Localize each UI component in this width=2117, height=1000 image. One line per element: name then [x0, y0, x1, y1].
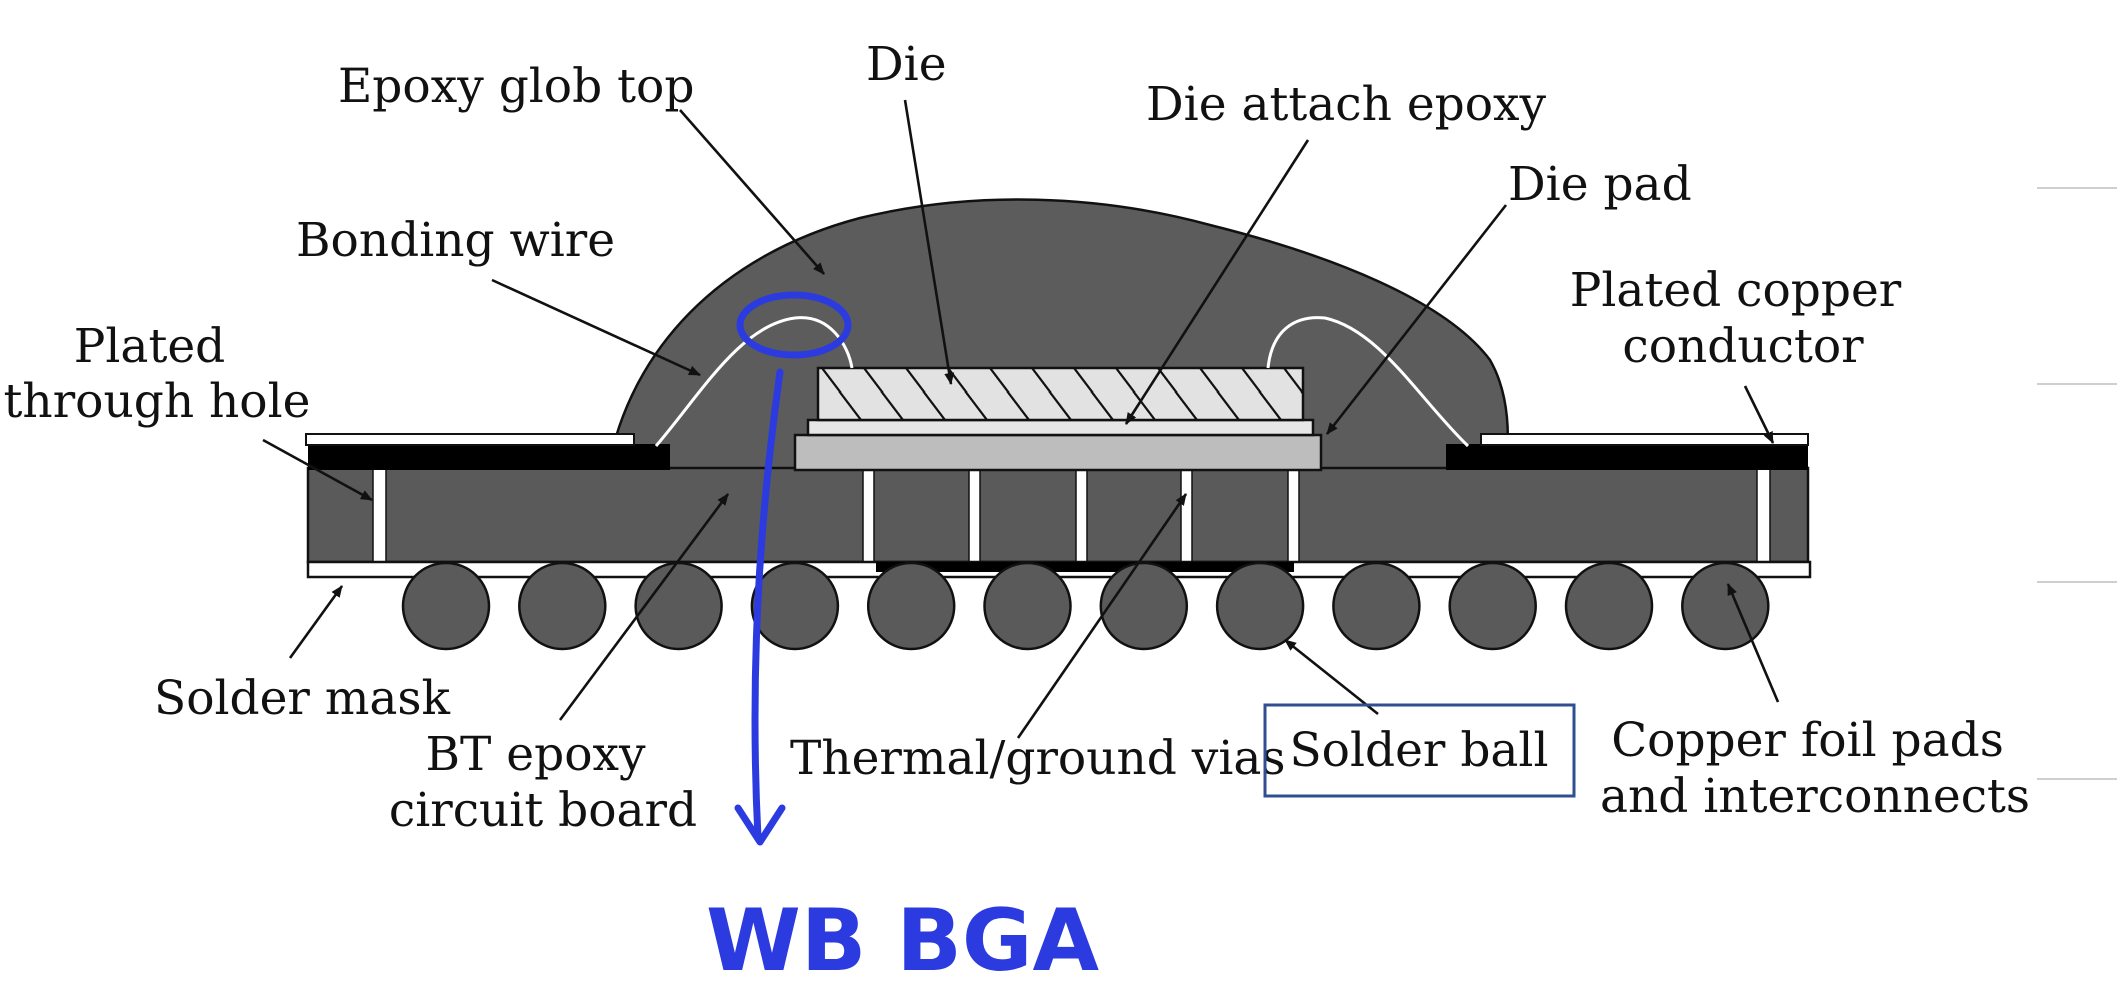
label-die-attach-epoxy: Die attach epoxy: [1146, 77, 1547, 132]
label-plated-copper-conductor-line-1: Plated copper: [1570, 263, 1902, 318]
label-bt-epoxy-line-1: BT epoxy: [425, 727, 646, 782]
label-plated-through-hole-line-1: Plated: [74, 319, 225, 374]
label-solder-ball: Solder ball: [1289, 723, 1548, 778]
label-copper-foil-pads: Copper foil pads and interconnects: [1600, 713, 2030, 824]
label-copper-foil-pads-line-2: and interconnects: [1600, 769, 2030, 824]
label-solder-mask: Solder mask: [154, 671, 451, 726]
die-attach-epoxy: [806, 418, 1315, 437]
solder-ball: [1448, 561, 1537, 651]
label-die-pad: Die pad: [1508, 157, 1692, 212]
solder-ball: [1099, 561, 1189, 651]
solder-ball: [401, 561, 491, 651]
label-bonding-wire: Bonding wire: [296, 213, 615, 268]
annotation-wb-bga: WB BGA: [706, 891, 1099, 991]
bond-highlight-circle: [736, 291, 852, 359]
label-plated-copper-conductor: Plated copper conductor: [1570, 263, 1916, 374]
solder-ball: [866, 561, 956, 651]
solder-ball: [1681, 561, 1770, 651]
solder-ball: [1215, 561, 1305, 651]
die: [816, 366, 1305, 422]
label-plated-through-hole-line-2: through hole: [4, 374, 311, 429]
label-bt-epoxy-circuit-board: BT epoxy circuit board: [389, 727, 697, 838]
label-copper-foil-pads-line-1: Copper foil pads: [1611, 713, 2004, 768]
label-die: Die: [866, 37, 947, 92]
solder-ball: [634, 561, 723, 651]
label-plated-through-hole: Plated through hole: [4, 319, 311, 429]
label-bt-epoxy-line-2: circuit board: [389, 783, 697, 838]
annotation-arrow-line: [751, 368, 784, 842]
bt-epoxy-circuit-board: [306, 466, 1810, 564]
handwritten-annotation: [734, 291, 852, 846]
solder-ball: [1564, 561, 1654, 651]
page-edge-lines: [2037, 187, 2117, 780]
solder-ball-label-box: [1263, 703, 1576, 798]
label-thermal-ground-vias: Thermal/ground vias: [790, 731, 1286, 786]
solder-ball: [1332, 561, 1421, 651]
die-pad: [793, 433, 1323, 472]
copper-traces-top: [308, 444, 1808, 470]
leader-lines: [262, 99, 1780, 739]
annotation-arrowhead: [734, 804, 786, 846]
label-plated-copper-conductor-line-2: conductor: [1622, 319, 1864, 374]
thermal-pad-copper: [876, 562, 1294, 572]
diagram-labels: Epoxy glob top Die Die attach epoxy Die …: [4, 37, 2031, 838]
solder-ball: [518, 561, 607, 651]
solder-ball: [983, 561, 1072, 651]
solder-ball: [750, 561, 840, 651]
solder-balls: [401, 561, 1770, 651]
label-epoxy-glob-top: Epoxy glob top: [338, 59, 694, 114]
plated-copper-conductors: [305, 433, 1809, 446]
